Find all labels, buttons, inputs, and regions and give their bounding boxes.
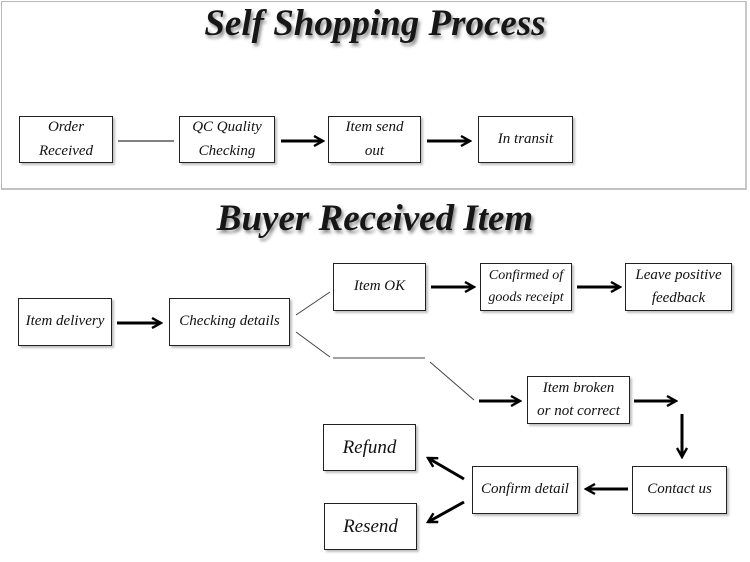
arrow-confirm-to-refund [428,456,465,481]
box-leave-positive-feedback: Leave positive feedback [625,263,732,311]
box-contact-us: Contact us [632,466,727,514]
box-qc-quality-checking: QC Quality Checking [179,116,275,163]
arrow-confirm-to-resend [428,500,465,524]
box-item-ok: Item OK [333,263,426,311]
box-item-delivery: Item delivery [18,298,112,346]
connector-checking-to-ok [295,291,331,316]
box-item-send-out: Item send out [328,116,421,163]
title-self-shopping-process: Self Shopping Process [204,3,546,44]
box-confirm-detail: Confirm detail [472,466,578,514]
connector-branch-diagonal [429,361,475,401]
box-checking-details: Checking details [169,298,290,346]
connector-checking-branch [295,331,331,358]
process-panel [1,1,747,190]
box-order-received: Order Received [19,116,113,163]
box-refund: Refund [323,424,416,471]
box-resend: Resend [324,503,417,550]
box-confirmed-goods-receipt: Confirmed of goods receipt [480,263,572,311]
title-buyer-received-item: Buyer Received Item [216,198,534,239]
box-in-transit: In transit [478,116,573,163]
box-item-broken: Item broken or not correct [527,376,630,424]
